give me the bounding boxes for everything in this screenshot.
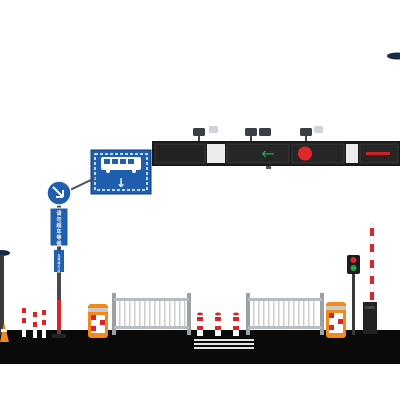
signal-mount <box>266 166 271 169</box>
camera-icon <box>300 126 323 141</box>
traffic-light <box>347 255 360 335</box>
barrier-gate <box>363 223 377 334</box>
svg-text:请勿超车等候: 请勿超车等候 <box>55 210 62 247</box>
bollard-group <box>22 305 46 338</box>
signal-panel-separator <box>346 144 358 163</box>
crash-barrel-right <box>326 302 346 338</box>
signal-panel-separator <box>207 144 225 163</box>
red-light-icon <box>350 257 357 263</box>
left-lamp <box>0 250 10 335</box>
vertical-sign-text: 请勿超车等候 <box>55 210 62 247</box>
small-pole-sign <box>54 250 64 272</box>
signal-panel-2 <box>226 143 290 164</box>
signal-gantry: ← <box>152 126 400 169</box>
traffic-cone <box>0 322 9 342</box>
pole-stripe <box>57 300 61 330</box>
left-arrow-icon: ← <box>261 144 274 163</box>
green-light-icon <box>350 265 357 271</box>
sign-arm <box>69 177 96 191</box>
signal-panel-1 <box>154 143 206 164</box>
pole-sign-text: 左转待行区 <box>56 252 60 273</box>
red-bar-icon <box>366 152 390 155</box>
bus-lane-sign: ↓ <box>90 149 152 195</box>
fence-left <box>112 293 191 335</box>
down-arrow-icon: ↓ <box>116 176 126 190</box>
camera-icon <box>193 126 218 141</box>
vertical-sign <box>49 207 69 247</box>
bus-sign-border <box>94 153 148 191</box>
turn-right-arrow-icon <box>52 186 64 198</box>
pole-base <box>52 334 66 338</box>
street-lamp-head <box>387 52 400 60</box>
center-bollards <box>197 312 239 336</box>
red-light-icon <box>298 146 312 161</box>
camera-icon <box>245 128 271 141</box>
bus-icon <box>101 157 141 173</box>
crosswalk <box>194 339 254 349</box>
fence-right <box>246 293 324 335</box>
sign-pole: 请勿超车等候 左转待行区 <box>46 180 72 338</box>
crash-barrel-left <box>88 304 108 338</box>
